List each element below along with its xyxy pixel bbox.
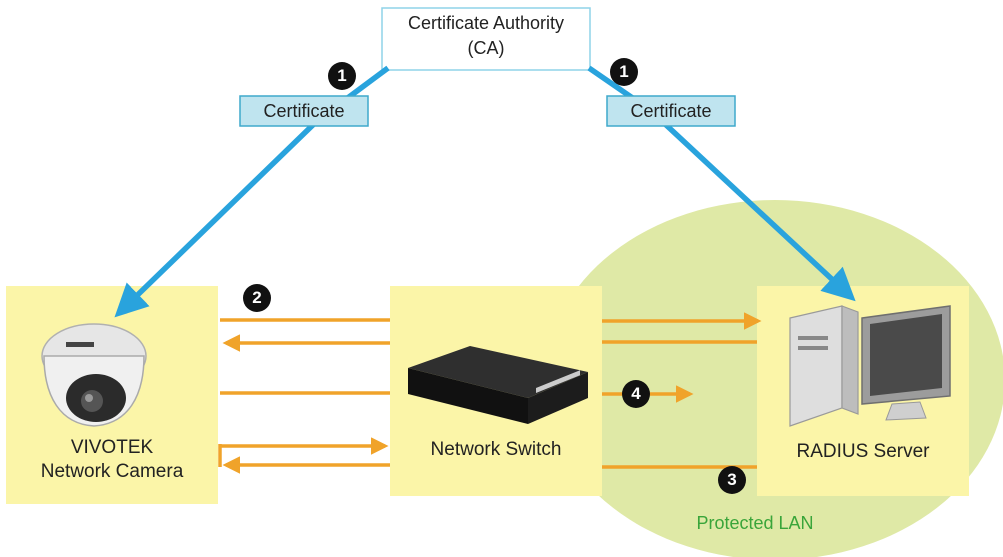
dome-camera-icon [41, 323, 147, 427]
ca-title-line2: (CA) [467, 38, 505, 58]
certificate-right-label: Certificate [630, 101, 712, 121]
step-badge-server-switch: 3 [718, 466, 746, 494]
ca-title-line1: Certificate Authority [407, 13, 565, 33]
camera-label: VIVOTEK Network Camera [6, 436, 218, 484]
camera-label-line1: VIVOTEK [70, 437, 154, 458]
certificate-left-box [239, 95, 369, 127]
camera-label-line2: Network Camera [40, 461, 184, 482]
certificate-right-box [606, 95, 736, 127]
protected-lan-label: Protected LAN [696, 513, 814, 533]
certificate-authority-label: Certificate Authority (CA) [382, 11, 590, 61]
step-badge-camera-switch: 2 [243, 284, 271, 312]
certificate-left-label: Certificate [263, 101, 345, 121]
message-arrows [218, 312, 762, 474]
step-badge-ca-right: 1 [610, 58, 638, 86]
ca-box [381, 7, 591, 71]
step-badge-ca-left: 1 [328, 62, 356, 90]
switch-label: Network Switch [430, 439, 562, 460]
server-label: RADIUS Server [796, 441, 930, 462]
server-computer-icon [789, 305, 951, 427]
network-switch-icon [408, 346, 588, 424]
step-badge-switch-lan: 4 [622, 380, 650, 408]
